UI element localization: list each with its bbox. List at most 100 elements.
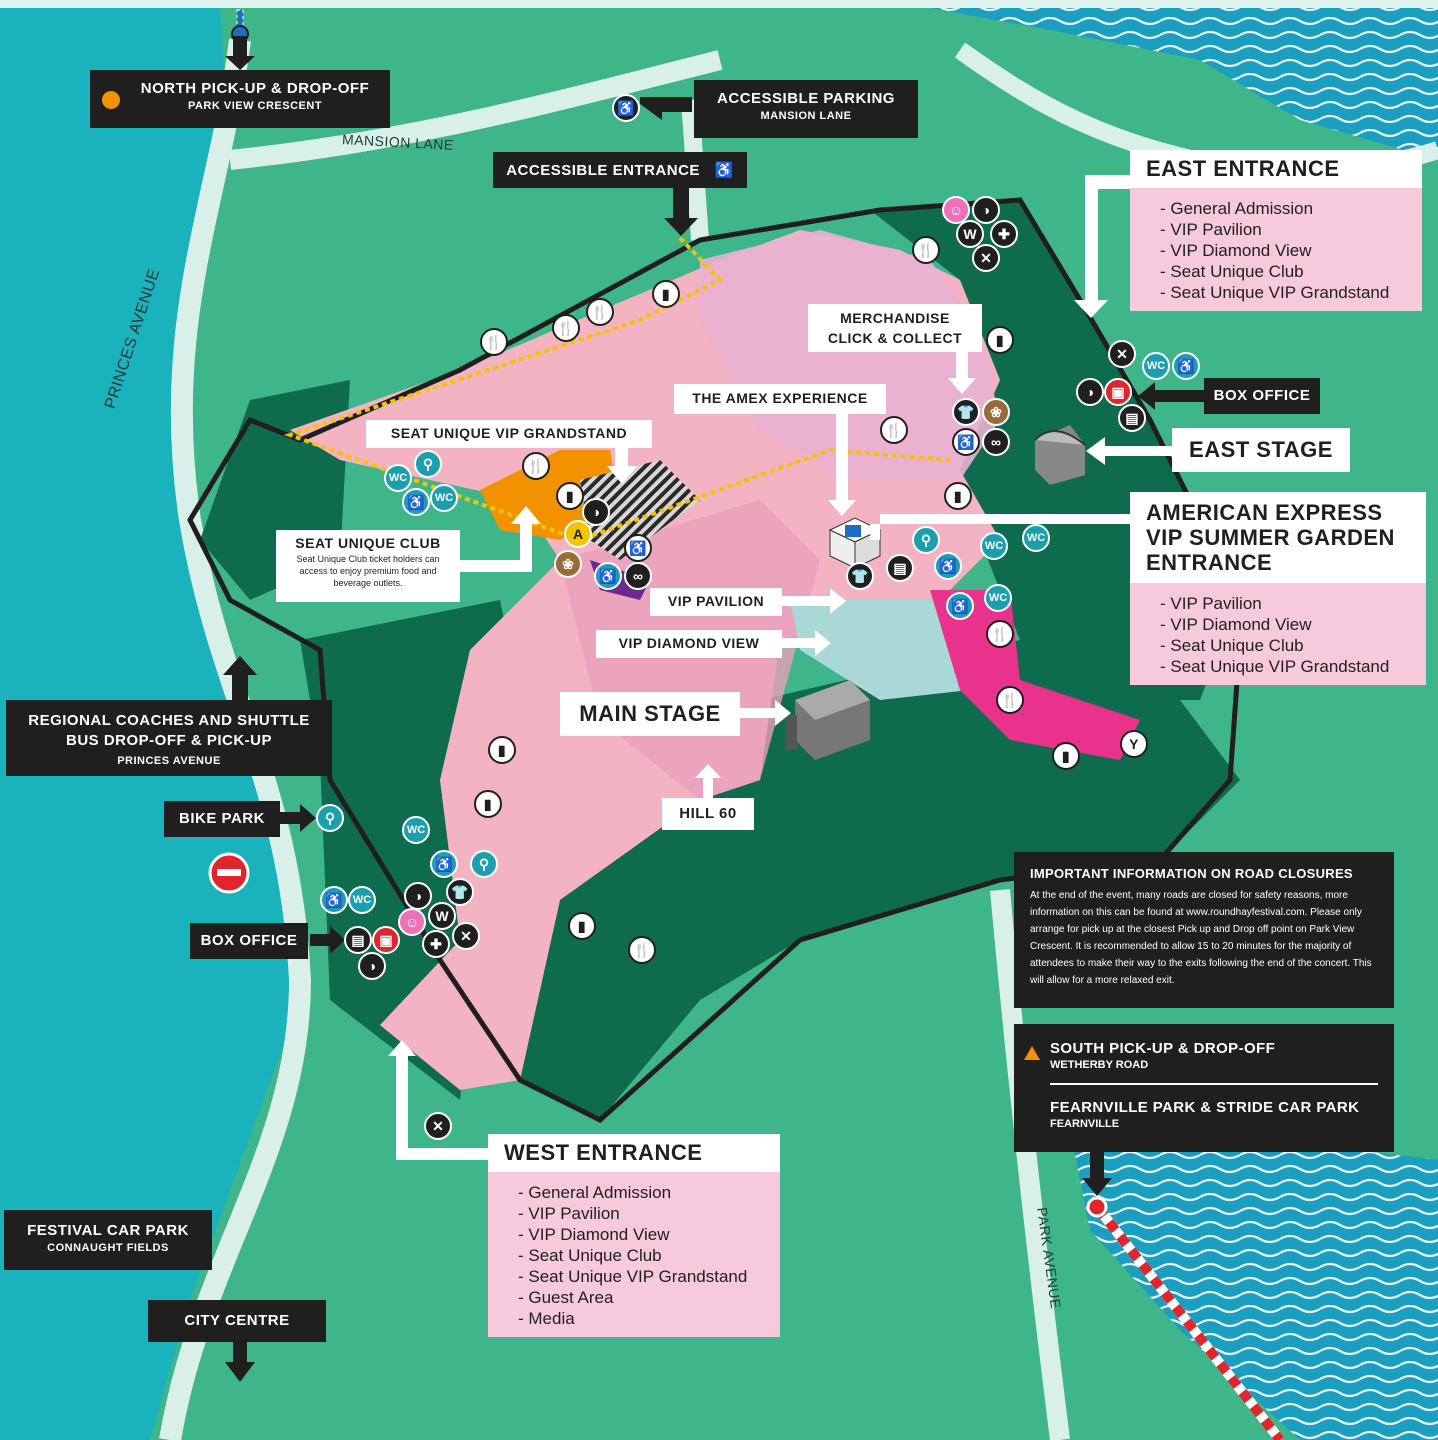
food-icon: 🍴 [586,298,614,326]
amex-entrance-panel: AMERICAN EXPRESS VIP SUMMER GARDEN ENTRA… [1130,492,1426,685]
bar-icon: ▮ [944,482,972,510]
west-entrance-list: - General Admission - VIP Pavilion - VIP… [488,1172,780,1337]
accessible-toilet-icon: ♿ [946,592,974,620]
food-icon: 🍴 [880,416,908,444]
meeting-point-icon: ✕ [972,244,1000,272]
road-closures-panel: IMPORTANT INFORMATION ON ROAD CLOSURES A… [1014,852,1394,1008]
mansion-lane-road [228,50,723,170]
list-item: - VIP Pavilion [1160,220,1262,239]
west-entrance-panel: WEST ENTRANCE - General Admission - VIP … [488,1134,780,1337]
merchandise-icon: 👕 [846,562,874,590]
regional-coaches-label: REGIONAL COACHES AND SHUTTLE BUS DROP-OF… [6,700,332,776]
baby-change-icon: ☺ [942,196,970,224]
food-icon: 🍴 [522,452,550,480]
accessible-viewing-platform-icon: A [564,520,592,548]
list-item: - Guest Area [518,1288,614,1307]
toilets-icon: WC [1142,352,1170,380]
list-item: - VIP Pavilion [518,1204,620,1223]
food-icon: 🍴 [986,620,1014,648]
list-item: - VIP Diamond View [518,1225,670,1244]
east-entrance-title: EAST ENTRANCE [1130,150,1422,188]
accessible-toilet-icon: ♿ [594,562,622,590]
water-tap-icon: ⚲ [912,526,940,554]
hill-60-label: HILL 60 [662,798,754,830]
cocktail-bar-icon: Y [1120,730,1148,758]
north-pickup-label: NORTH PICK-UP & DROP-OFF PARK VIEW CRESC… [90,70,390,128]
water-point-icon: W [428,902,456,930]
festival-car-park-label: FESTIVAL CAR PARK CONNAUGHT FIELDS [4,1210,212,1270]
accessible-toilet-icon: ♿ [934,552,962,580]
bar-icon: ▮ [556,482,584,510]
amex-experience-label: THE AMEX EXPERIENCE [674,384,886,414]
east-entrance-list: - General Admission - VIP Pavilion - VIP… [1130,188,1422,311]
vip-pavilion-label: VIP PAVILION [650,588,782,616]
water-tap-icon: ⚲ [470,850,498,878]
first-aid-icon: ✚ [422,930,450,958]
assistance-dog-icon: ❀ [982,398,1010,426]
hearing-loop-icon: ◑ [582,498,610,526]
list-item: - General Admission [518,1183,672,1202]
toilets-icon: WC [984,584,1012,612]
bar-icon: ▮ [1052,742,1080,770]
assistance-dog-icon: ❀ [554,550,582,578]
baby-change-icon: ☺ [398,908,426,936]
city-centre-label: CITY CENTRE [148,1300,326,1342]
meeting-point-icon: ✕ [424,1112,452,1140]
east-entrance-panel: EAST ENTRANCE - General Admission - VIP … [1130,150,1422,311]
bar-icon: ▮ [488,736,516,764]
ticket-desk-icon: ▣ [1104,378,1132,406]
wheelchair-viewing-icon: ♿ [952,428,980,456]
hearing-loop-icon: ◑ [358,952,386,980]
list-item: - VIP Pavilion [1160,594,1262,613]
list-item: - General Admission [1160,199,1314,218]
bar-icon: ▮ [568,912,596,940]
amex-entrance-list: - VIP Pavilion - VIP Diamond View - Seat… [1130,583,1426,685]
food-icon: 🍴 [552,314,580,342]
merchandise-label: MERCHANDISE CLICK & COLLECT [808,304,982,352]
list-item: - VIP Diamond View [1160,241,1312,260]
viewing-binoculars-icon: ∞ [624,562,652,590]
water-tap-icon: ⚲ [414,450,442,478]
list-item: - Seat Unique VIP Grandstand [518,1267,748,1286]
divider [1050,1083,1378,1085]
accessible-toilet-icon: ♿ [402,488,430,516]
road-closures-title: IMPORTANT INFORMATION ON ROAD CLOSURES [1030,866,1353,881]
road-closures-text: At the end of the event, many roads are … [1030,890,1372,986]
bike-park-label: BIKE PARK [164,801,280,837]
food-icon: 🍴 [480,328,508,356]
seat-unique-club-label: SEAT UNIQUE CLUB Seat Unique Club ticket… [276,530,460,602]
water-point-icon: W [956,220,984,248]
accessible-toilet-icon: ♿ [430,850,458,878]
east-stage-label: EAST STAGE [1172,428,1350,472]
box-office-icon: ▤ [886,554,914,582]
list-item: - Seat Unique Club [1160,636,1304,655]
list-item: - Media [518,1309,575,1328]
accessible-route [283,236,951,543]
list-item: - VIP Diamond View [1160,615,1312,634]
list-item: - Seat Unique VIP Grandstand [1160,283,1390,302]
food-icon: 🍴 [996,686,1024,714]
bar-icon: ▮ [986,326,1014,354]
direction-arrows [223,36,1205,1382]
merchandise-icon: 👕 [446,878,474,906]
toilets-icon: WC [430,484,458,512]
meeting-point-icon: ✕ [1108,340,1136,368]
wheelchair-viewing-icon: ♿ [624,534,652,562]
north-pickup-marker-icon [102,91,120,109]
box-office-east-label: BOX OFFICE [1204,378,1320,414]
south-pickup-marker-icon [1024,1046,1040,1060]
south-pickup-panel: SOUTH PICK-UP & DROP-OFF WETHERBY ROAD F… [1014,1024,1394,1152]
box-office-icon: ▤ [344,926,372,954]
accessible-toilet-icon: ♿ [1172,352,1200,380]
box-office-west-label: BOX OFFICE [190,923,308,959]
food-icon: 🍴 [628,936,656,964]
amex-entrance-title: AMERICAN EXPRESS VIP SUMMER GARDEN ENTRA… [1130,492,1426,583]
bar-icon: ▮ [652,280,680,308]
meeting-point-icon: ✕ [452,922,480,950]
east-stage-building [1034,425,1086,485]
list-item: - Seat Unique Club [1160,262,1304,281]
hearing-loop-icon: ◑ [1076,378,1104,406]
hearing-loop-icon: ◑ [972,196,1000,224]
main-stage-building [785,680,870,760]
